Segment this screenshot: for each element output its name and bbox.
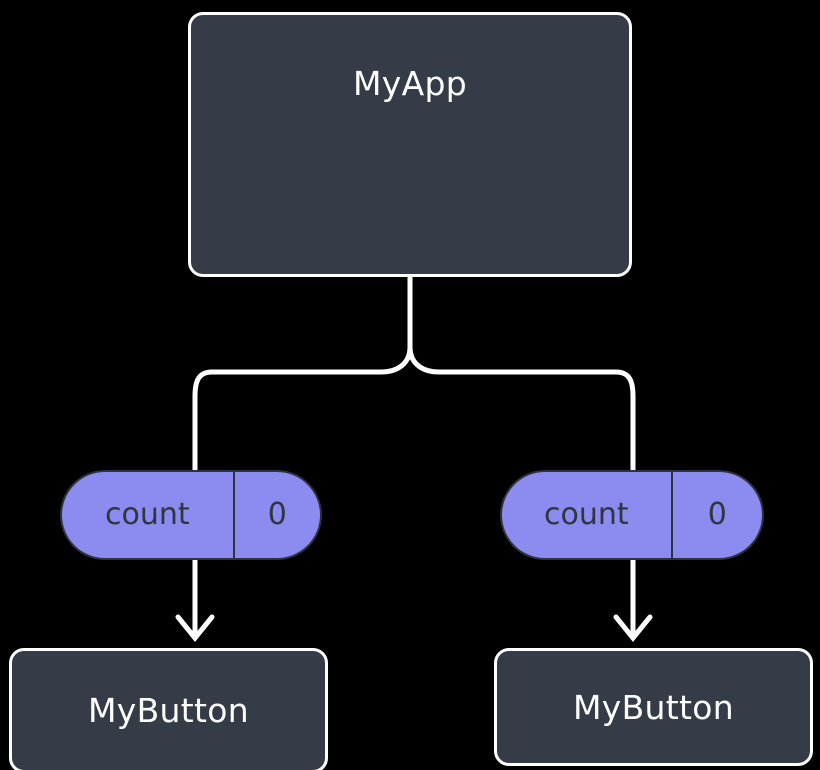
prop-pill-key: count [105,497,190,532]
arrow-to-mybutton-right [613,560,653,642]
arrow-to-mybutton-left [175,560,215,642]
component-node-mybutton-left[interactable]: MyButton [9,648,328,770]
component-label-myapp: MyApp [353,64,467,103]
prop-pill-right-count[interactable]: count 0 [500,470,764,560]
component-node-mybutton-right[interactable]: MyButton [494,648,813,766]
component-label-mybutton-left: MyButton [88,691,249,730]
prop-pill-value: 0 [670,472,762,558]
component-label-mybutton-right: MyButton [573,687,734,727]
prop-pill-left-count[interactable]: count 0 [60,470,322,560]
prop-pill-key: count [544,497,629,532]
component-node-myapp[interactable]: MyApp [188,12,632,277]
prop-pill-value: 0 [232,472,320,558]
branch-line-right [407,274,636,473]
branch-line-left [192,274,413,473]
